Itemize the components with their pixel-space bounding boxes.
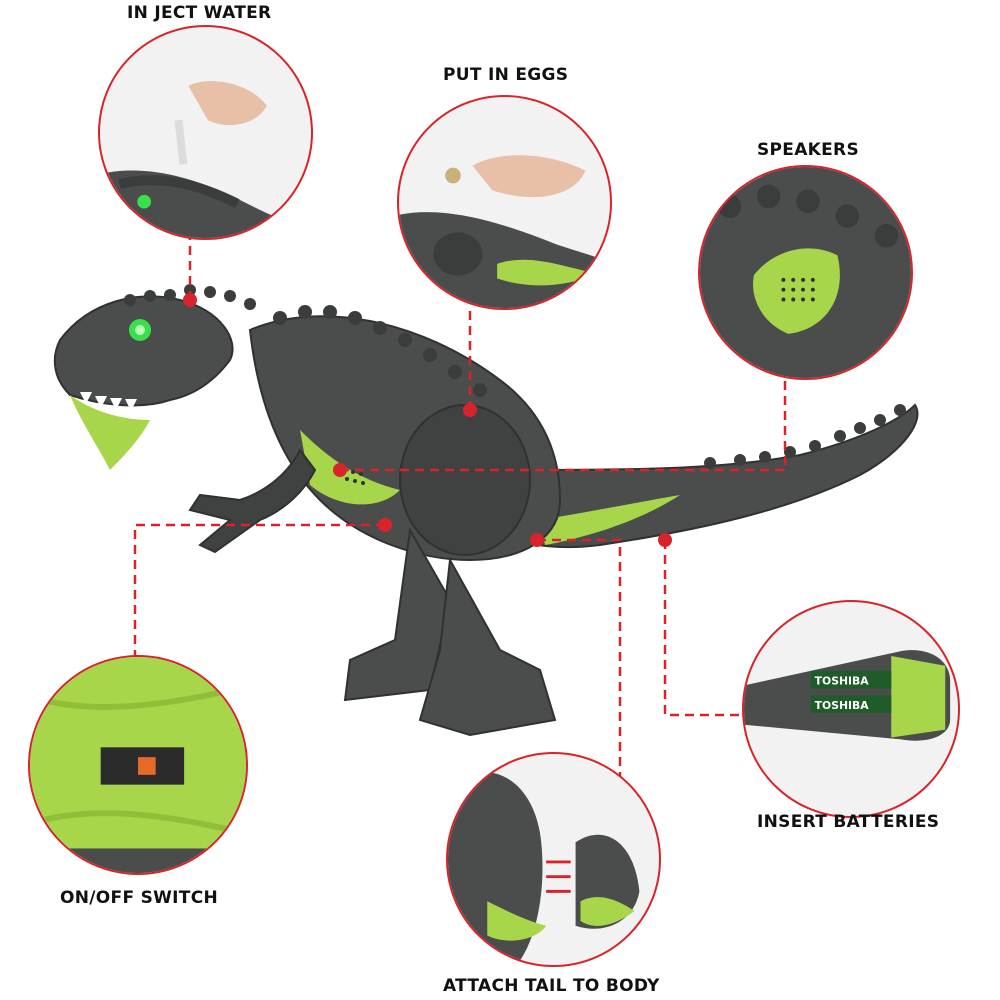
callout-speakers: [698, 165, 913, 380]
battery-label-top: TOSHIBA: [815, 674, 870, 687]
label-insert-batteries: INSERT BATTERIES: [757, 812, 940, 832]
marker-dots: [183, 293, 672, 547]
battery-label-bottom: TOSHIBA: [815, 699, 870, 712]
label-on-off-switch: ON/OFF SWITCH: [60, 888, 219, 908]
label-put-in-eggs: PUT IN EGGS: [443, 65, 569, 85]
callout-put-in-eggs: [397, 95, 612, 310]
callout-attach-tail: [446, 752, 661, 967]
dino-head: [53, 295, 234, 407]
dino-foot: [418, 556, 557, 737]
callout-insert-batteries: TOSHIBA TOSHIBA: [742, 600, 960, 818]
dino-arm: [188, 448, 317, 554]
label-speakers: SPEAKERS: [757, 140, 859, 160]
dino-thigh: [399, 404, 531, 556]
label-attach-tail: ATTACH TAIL TO BODY: [443, 976, 660, 996]
label-inject-water: IN JECT WATER: [127, 3, 272, 23]
callout-inject-water: [98, 25, 313, 240]
callout-on-off-switch: [28, 655, 248, 875]
